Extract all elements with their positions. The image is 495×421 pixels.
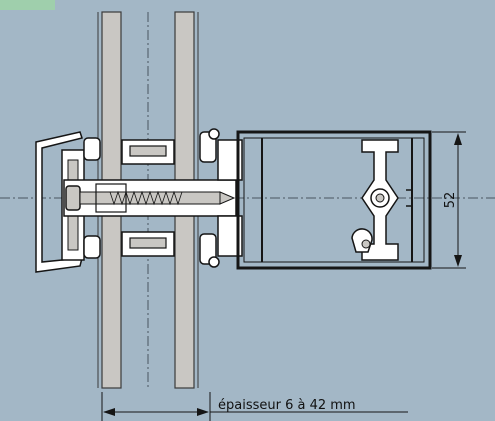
glazing-thickness-dimension: épaisseur 6 à 42 mm [101,392,408,421]
outer-gaskets [83,137,101,259]
inner-gaskets [199,128,220,268]
screw-assembly [63,179,237,217]
mullion-profile [236,130,432,270]
dim-arrow-top [454,133,462,145]
height-dimension: 52 [432,131,466,269]
dim-arrow-bottom [454,255,462,267]
gasket-outer-bottom [83,235,101,259]
screw-port-lower [351,228,373,253]
screw-head [65,185,81,211]
gasket-outer-top [83,137,101,161]
corner-accent [0,0,55,10]
screw-tip [219,191,236,205]
spacer-lower-core [129,237,167,249]
screw-port-lower-hole [361,239,371,249]
dimension-height-label: 52 [443,192,458,209]
mullion-box-inner [243,137,425,263]
gasket-inner-bottom-bulb [208,256,220,268]
spacer-upper-core [129,145,167,157]
screw-thread [109,190,183,206]
gasket-inner-bottom [199,233,217,265]
gasket-inner-top-bulb [208,128,220,140]
glazing-thickness-label: épaisseur 6 à 42 mm [218,398,356,413]
screw-port-center-hole [375,193,385,203]
dim-arrow-left [103,408,115,416]
screw-shank [79,191,221,205]
mullion-box-outer [236,130,432,270]
gasket-inner-top [199,131,217,163]
dim-arrow-right [197,408,209,416]
isolator-block [95,183,127,213]
cover-cap-outline [35,131,83,273]
